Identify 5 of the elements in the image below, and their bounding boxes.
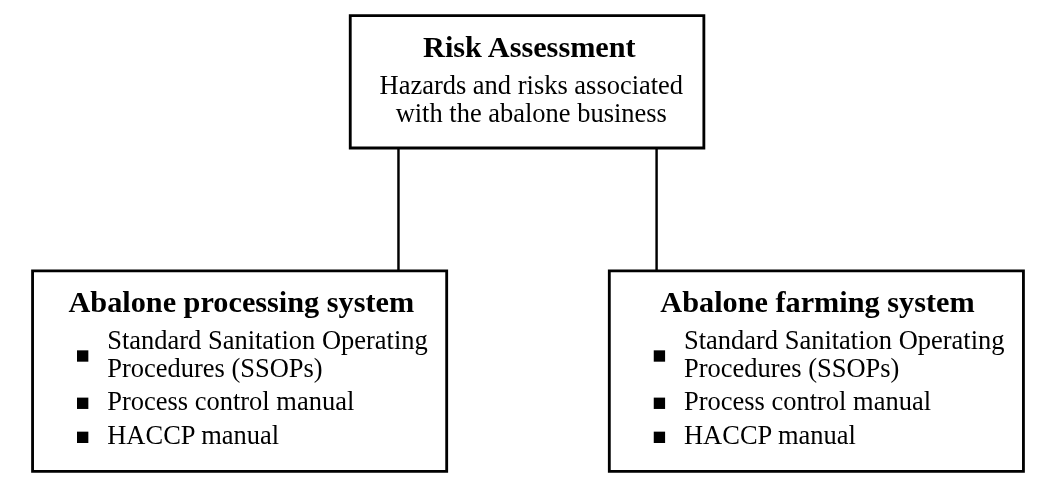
node-box: Abalone processing system Standard Sanitation Operating Procedures (SSOPs) Process control manual HACCP manual (30, 269, 448, 473)
node-box: Abalone farming system Standard Sanitation Operating Procedures (SSOPs) Process control manual HACCP manual (607, 269, 1025, 473)
connector (654, 148, 658, 271)
connector (396, 148, 400, 271)
node-box: Risk Assessment Hazards and risks associated with the abalone business (348, 14, 705, 150)
